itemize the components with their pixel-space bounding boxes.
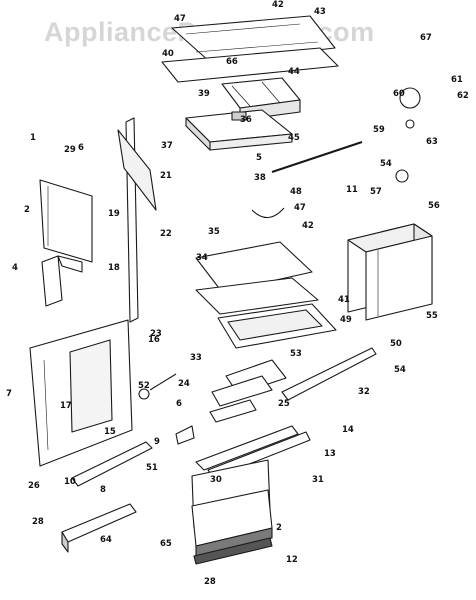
callout-51: 51 [146, 463, 158, 473]
top-panel-40 [161, 15, 339, 83]
callout-2: 2 [276, 523, 282, 533]
callout-35: 35 [208, 227, 220, 237]
callout-28: 28 [204, 577, 216, 587]
callout-23: 23 [150, 329, 162, 339]
callout-24: 24 [178, 379, 190, 389]
callout-32: 32 [358, 387, 370, 397]
callout-60: 60 [393, 89, 405, 99]
drawer-frame-41 [217, 303, 337, 349]
callout-63: 63 [426, 137, 438, 147]
strip-28 [193, 537, 273, 565]
side-panel-1 [39, 179, 93, 263]
callout-66: 66 [226, 57, 238, 67]
callout-16: 16 [148, 335, 160, 345]
callout-4: 4 [12, 263, 18, 273]
callout-11: 11 [346, 185, 358, 195]
callout-21: 21 [160, 171, 172, 181]
callout-54: 54 [394, 365, 406, 375]
callout-30: 30 [210, 475, 222, 485]
callout-14: 14 [342, 425, 354, 435]
callout-62: 62 [457, 91, 469, 101]
callout-65: 65 [160, 539, 172, 549]
callout-39: 39 [198, 89, 210, 99]
callout-12: 12 [286, 555, 298, 565]
callout-42: 42 [272, 0, 284, 10]
bracket-65 [61, 503, 137, 553]
callout-54: 54 [380, 159, 392, 169]
callout-67: 67 [420, 33, 432, 43]
callout-61: 61 [451, 75, 463, 85]
callout-33: 33 [190, 353, 202, 363]
rod-48 [271, 140, 363, 174]
rail-54 [281, 347, 377, 401]
oven-cabinet-55 [347, 223, 433, 321]
post-22 [117, 117, 157, 323]
callout-47: 47 [294, 203, 306, 213]
callout-53: 53 [290, 349, 302, 359]
callout-28: 28 [32, 517, 44, 527]
callout-1: 1 [30, 133, 36, 143]
callout-10: 10 [64, 477, 76, 487]
callout-41: 41 [338, 295, 350, 305]
callout-9: 9 [154, 437, 160, 447]
bracket-4 [41, 255, 83, 307]
callout-45: 45 [288, 133, 300, 143]
callout-15: 15 [104, 427, 116, 437]
callout-25: 25 [278, 399, 290, 409]
callout-43: 43 [314, 7, 326, 17]
callout-37: 37 [161, 141, 173, 151]
tray-39 [185, 109, 293, 151]
callout-22: 22 [160, 229, 172, 239]
callout-42: 42 [302, 221, 314, 231]
callout-6: 6 [176, 399, 182, 409]
callout-29: 29 [64, 145, 76, 155]
back-panel-17 [29, 319, 133, 467]
callout-5: 5 [256, 153, 262, 163]
callout-7: 7 [6, 389, 12, 399]
callout-26: 26 [28, 481, 40, 491]
callout-44: 44 [288, 67, 300, 77]
callout-47: 47 [174, 14, 186, 24]
callout-38: 38 [254, 173, 266, 183]
panel-34 [195, 241, 319, 315]
callout-48: 48 [290, 187, 302, 197]
callout-18: 18 [108, 263, 120, 273]
callout-13: 13 [324, 449, 336, 459]
callout-52: 52 [138, 381, 150, 391]
callout-59: 59 [373, 125, 385, 135]
rail-10 [71, 441, 153, 487]
callout-50: 50 [390, 339, 402, 349]
callout-8: 8 [100, 485, 106, 495]
callout-55: 55 [426, 311, 438, 321]
callout-40: 40 [162, 49, 174, 59]
callout-34: 34 [196, 253, 208, 263]
clip-parts [209, 359, 287, 423]
callout-49: 49 [340, 315, 352, 325]
callout-64: 64 [100, 535, 112, 545]
callout-2: 2 [24, 205, 30, 215]
callout-31: 31 [312, 475, 324, 485]
callout-56: 56 [428, 201, 440, 211]
callout-6: 6 [78, 143, 84, 153]
callout-17: 17 [60, 401, 72, 411]
callout-36: 36 [240, 115, 252, 125]
lower-panel-12 [191, 489, 273, 557]
callout-19: 19 [108, 209, 120, 219]
callout-57: 57 [370, 187, 382, 197]
